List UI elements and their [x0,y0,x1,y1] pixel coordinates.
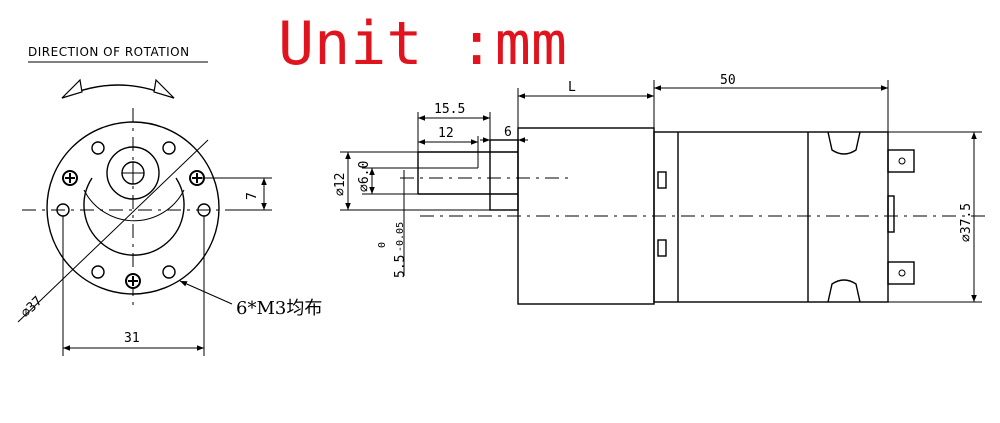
inner-arc-2 [83,189,185,222]
rotation-arrowhead-right-icon [153,78,175,99]
flat-main-label: 5.5 [393,255,408,278]
dim-50-label: 50 [720,73,736,88]
terminal-bottom [887,261,915,285]
terminal-top [887,149,915,173]
mount-hole [162,141,176,155]
front-view: DIRECTION OF ROTATION ⌀37 [17,45,322,356]
flat-upper-tol: 0 [377,242,388,248]
dia37-5-label: ⌀37.5 [959,203,974,242]
mount-hole [91,265,105,279]
flat-lower-tol: -0.05 [395,222,406,252]
screw-icon [125,273,141,289]
width-label: 31 [124,331,140,346]
bushing [489,139,519,211]
dim-l-label: L [568,80,576,95]
can-slot [657,239,667,257]
shaft-boss [106,146,160,200]
dia37-leader [17,139,209,323]
dim-6-label: 6 [504,125,512,140]
unit-title: Unit :mm [278,9,567,79]
screw-leader [179,280,233,305]
rotation-label: DIRECTION OF ROTATION [28,45,190,59]
endcap-notch-top [827,131,861,155]
dia6-label: ⌀6.0 [357,161,372,192]
mount-hole [162,265,176,279]
mount-hole [91,141,105,155]
motor-can [653,131,889,303]
gearbox-outer-circle [46,121,220,295]
screw-icon [62,170,78,186]
side-view: 15.5 12 6 L 50 ⌀12 ⌀6.0 5.5 0 -0.05 [333,73,988,305]
offset-label: 7 [245,192,260,200]
inner-arc [83,177,185,256]
rotation-arrowhead-left-icon [61,78,83,99]
rear-bearing [887,195,895,233]
endcap-notch-bottom [827,279,861,303]
dia12-label: ⌀12 [333,173,348,196]
can-slot [657,171,667,189]
dim-15-5-label: 15.5 [434,102,465,117]
dim-12-label: 12 [438,126,454,141]
dia37-label: ⌀37 [18,294,45,321]
screw-label: 6*M3均布 [236,298,322,319]
